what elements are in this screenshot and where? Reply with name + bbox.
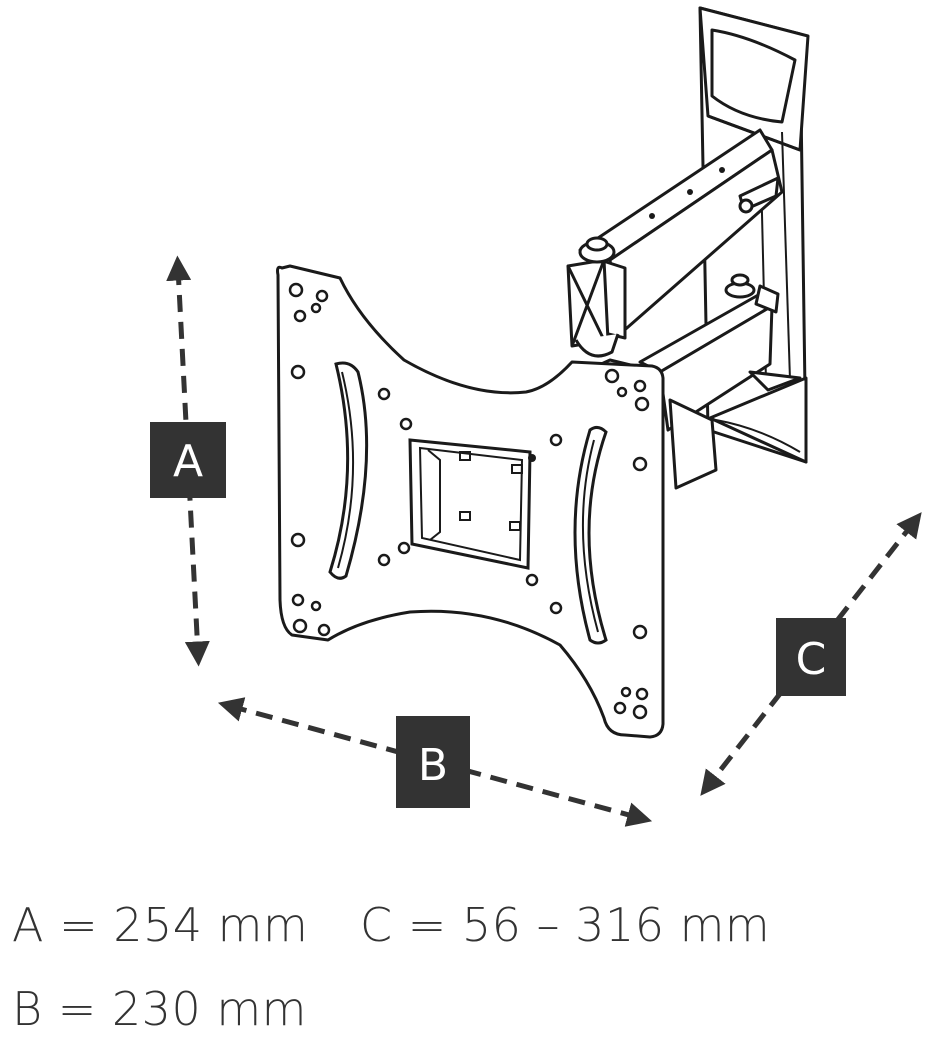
wall-mount-diagram: A B C <box>150 6 922 827</box>
label-c: C <box>776 618 846 696</box>
upper-arm <box>578 128 784 340</box>
dimension-c-text: C = 56 – 316 mm <box>360 898 771 952</box>
svg-text:C: C <box>796 634 827 685</box>
label-b: B <box>396 716 470 808</box>
label-a: A <box>150 422 226 498</box>
dimension-arrow-b <box>217 697 653 827</box>
svg-text:B: B <box>418 740 448 791</box>
dimension-a-text: A = 254 mm <box>12 898 309 952</box>
tv-bracket-plate <box>276 264 665 739</box>
arm-joint-block <box>566 236 620 358</box>
svg-text:A: A <box>173 436 203 487</box>
dimension-b-text: B = 230 mm <box>12 982 307 1036</box>
